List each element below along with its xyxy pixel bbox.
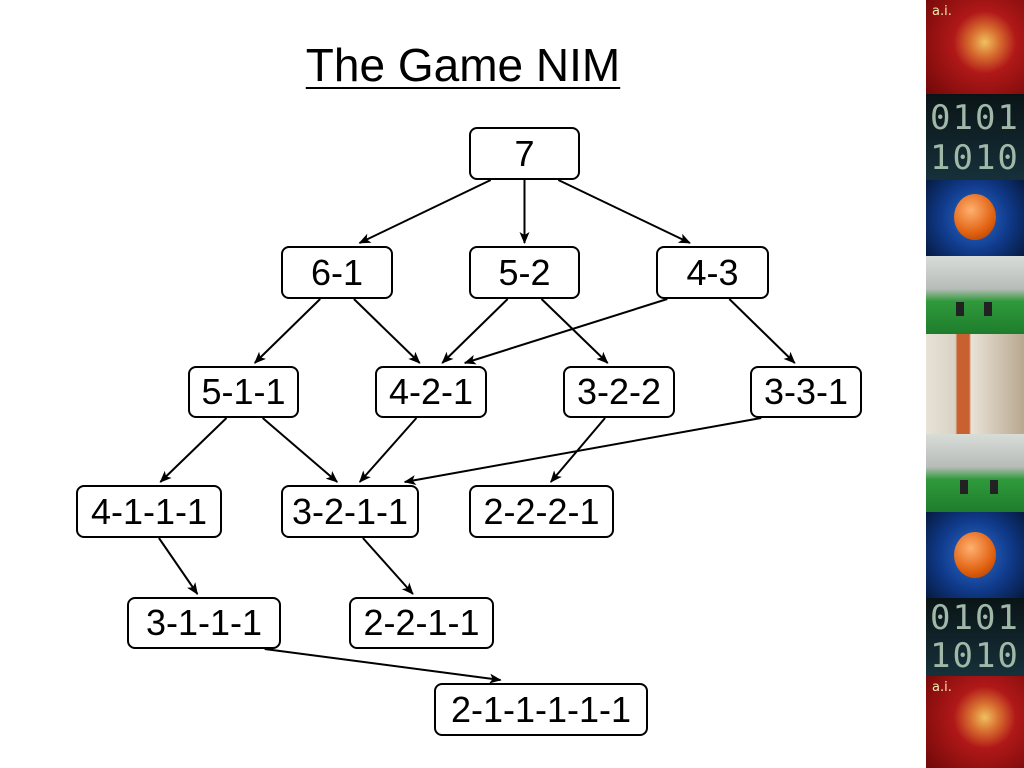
node-3-2-1-1: 3-2-1-1 <box>281 485 419 538</box>
node-2-1-1-1-1-1: 2-1-1-1-1-1 <box>434 683 648 736</box>
binary-digits-bottom: 1010 <box>930 138 1020 178</box>
edge-n3111-n211111 <box>264 648 502 684</box>
node-4-3: 4-3 <box>656 246 769 299</box>
game-tree-edges <box>158 179 796 684</box>
edge-n3211-n2211 <box>362 537 414 595</box>
robot-icon <box>984 302 992 316</box>
node-5-2: 5-2 <box>469 246 580 299</box>
decorative-image-strip: a.i. 0101 1010 0101 1010 a.i. <box>926 0 1024 768</box>
node-3-1-1-1: 3-1-1-1 <box>127 597 281 649</box>
robot-icon <box>960 480 968 494</box>
ai-head-image: a.i. <box>926 0 1024 94</box>
node-5-1-1: 5-1-1 <box>188 366 299 418</box>
robot-icon <box>956 302 964 316</box>
ai-logo-label: a.i. <box>932 680 952 695</box>
node-3-2-2: 3-2-2 <box>563 366 675 418</box>
robot-demo-image <box>926 334 1024 434</box>
edge-n43-n331 <box>728 298 796 364</box>
node-2-2-1-1: 2-2-1-1 <box>349 597 494 649</box>
circuit-brain-image <box>926 180 1024 256</box>
edge-n61-n421 <box>353 298 421 364</box>
edge-n61-n511 <box>254 298 321 364</box>
edge-n4111-n3111 <box>158 537 199 595</box>
robot-soccer-image-2 <box>926 434 1024 512</box>
edge-n421-n3211 <box>358 417 418 483</box>
binary-code-image: 0101 1010 <box>926 94 1024 180</box>
node-4-1-1-1: 4-1-1-1 <box>76 485 222 538</box>
binary-digits-bottom: 1010 <box>930 636 1020 676</box>
edge-n52-n421 <box>441 298 509 364</box>
robot-icon <box>990 480 998 494</box>
edge-n511-n3211 <box>262 417 338 483</box>
binary-digits-top: 0101 <box>930 598 1020 638</box>
edge-n43-n421 <box>463 298 668 365</box>
brain-icon <box>954 194 996 240</box>
robot-soccer-image <box>926 256 1024 334</box>
binary-code-image-2: 0101 1010 <box>926 598 1024 676</box>
edge-n7-n61 <box>358 179 492 244</box>
brain-icon <box>954 532 996 578</box>
node-2-2-2-1: 2-2-2-1 <box>469 485 614 538</box>
node-3-3-1: 3-3-1 <box>750 366 862 418</box>
edge-n7-n43 <box>557 179 691 244</box>
edge-n511-n4111 <box>159 417 228 483</box>
circuit-brain-image-2 <box>926 512 1024 598</box>
node-4-2-1: 4-2-1 <box>375 366 487 418</box>
ai-logo-label: a.i. <box>932 4 952 19</box>
slide-title: The Game NIM <box>305 39 621 91</box>
edge-n331-n3211 <box>403 417 762 485</box>
ai-head-image-2: a.i. <box>926 676 1024 768</box>
edge-n52-n322 <box>540 298 609 364</box>
node-6-1: 6-1 <box>281 246 393 299</box>
binary-digits-top: 0101 <box>930 98 1020 138</box>
node-7: 7 <box>469 127 580 180</box>
